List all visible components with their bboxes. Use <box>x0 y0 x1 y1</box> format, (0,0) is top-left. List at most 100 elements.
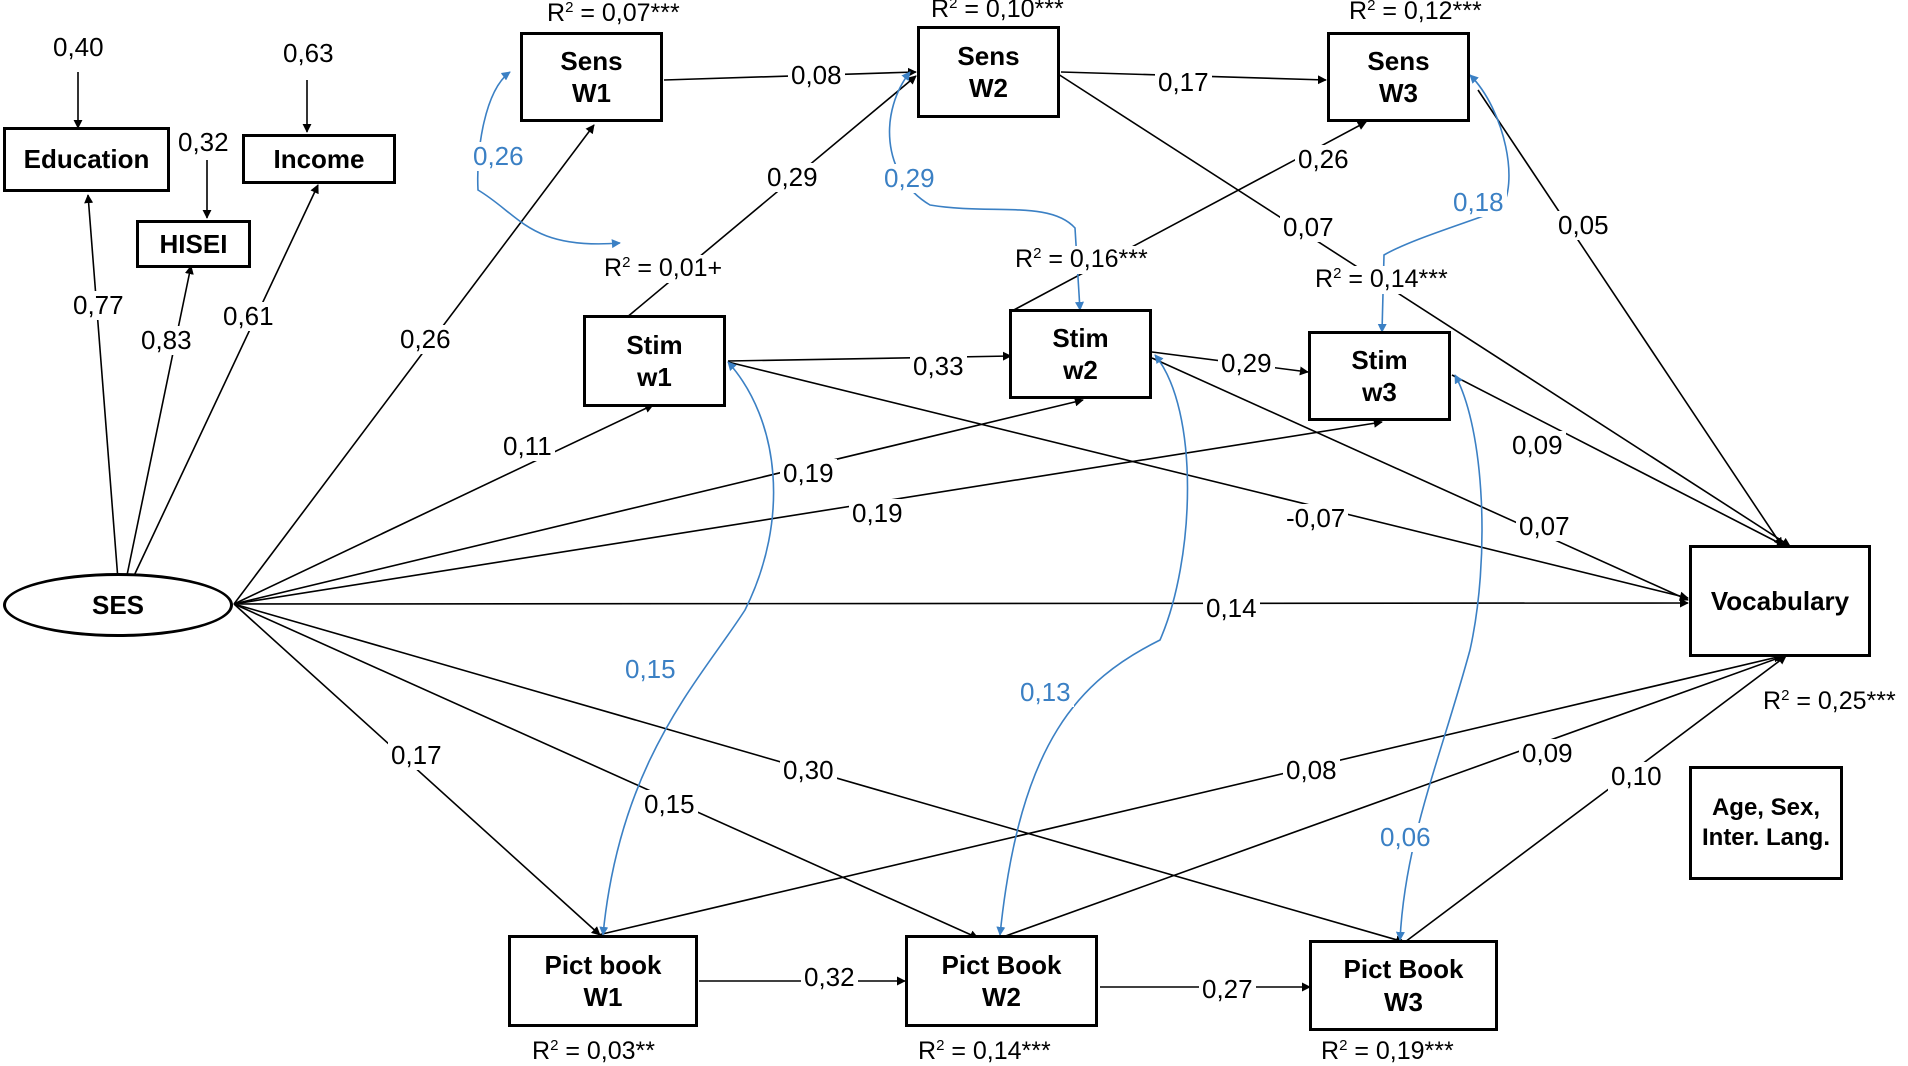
loading-label-education: 0,77 <box>70 291 127 320</box>
corr-label-stim-pict-w2: 0,13 <box>1017 678 1074 707</box>
loading-label-income: 0,61 <box>220 302 277 331</box>
r2-pict-w1: R2 = 0,03** <box>530 1037 658 1066</box>
path-label-pict-w1-vocab: 0,08 <box>1283 756 1340 785</box>
path-label-ses-sens-w1: 0,26 <box>397 325 454 354</box>
r2-stim-w3: R2 = 0,14*** <box>1313 265 1450 294</box>
node-controls: Age, Sex, Inter. Lang. <box>1689 766 1843 880</box>
node-pict-w1-line2: W1 <box>583 982 623 1012</box>
path-label-sens-w3-vocab: 0,05 <box>1555 211 1612 240</box>
corr-label-stim-pict-w1: 0,15 <box>622 655 679 684</box>
path-ses-pict-w2 <box>233 603 979 939</box>
node-ses: SES <box>3 573 233 637</box>
corr-curve-stim-pict-w3 <box>1395 374 1483 941</box>
loading-label-hisei: 0,83 <box>138 326 195 355</box>
path-label-stim-w1-w2: 0,33 <box>910 352 967 381</box>
node-income: Income <box>242 134 396 184</box>
path-label-ses-pict-w3: 0,30 <box>780 756 837 785</box>
r2-vocabulary: R2 = 0,25*** <box>1761 687 1898 716</box>
path-label-stim-w1-sens-w2: 0,29 <box>764 163 821 192</box>
node-controls-line1: Age, Sex, <box>1711 794 1821 821</box>
path-pict-w1-vocab <box>597 653 1783 936</box>
node-sens-w2-line1: Sens <box>957 40 1020 71</box>
path-label-stim-w2-w3: 0,29 <box>1218 349 1275 378</box>
node-stim-w3-line2: w3 <box>1362 377 1397 407</box>
path-ses-sens-w1 <box>233 124 595 605</box>
r2-pict-w3: R2 = 0,19*** <box>1319 1037 1456 1066</box>
path-label-ses-pict-w1: 0,17 <box>388 741 445 770</box>
node-hisei: HISEI <box>136 220 251 268</box>
r2-pict-w2: R2 = 0,14*** <box>916 1037 1053 1066</box>
node-vocabulary-label: Vocabulary <box>1710 585 1850 616</box>
r2-sens-w2: R2 = 0,10*** <box>929 0 1066 24</box>
node-sens-w3-line1: Sens <box>1367 45 1430 76</box>
path-ses-stim-w1 <box>233 404 654 605</box>
node-vocabulary: Vocabulary <box>1689 545 1871 657</box>
path-label-ses-stim-w1: 0,11 <box>500 432 555 461</box>
loading-arrow-education <box>84 194 119 581</box>
r2-sens-w1: R2 = 0,07*** <box>545 0 682 28</box>
residual-label-income: 0,63 <box>283 38 334 68</box>
node-stim-w2-line1: Stim <box>1052 322 1109 353</box>
path-ses-stim-w3 <box>233 418 1383 605</box>
node-controls-line2: Inter. Lang. <box>1701 824 1830 851</box>
path-label-stim-w3-vocab: 0,09 <box>1509 431 1566 460</box>
node-education-label: Education <box>23 144 150 175</box>
path-ses-vocab <box>233 598 1689 608</box>
r2-stim-w1: R2 = 0,01+ <box>602 254 725 283</box>
loading-arrow-income <box>131 184 319 581</box>
path-label-stim-w1-vocab: -0,07 <box>1283 504 1349 533</box>
corr-label-sens-stim-w2: 0,29 <box>881 164 938 193</box>
path-label-pict-w3-vocab: 0,10 <box>1608 762 1665 791</box>
path-stim-w3-vocab <box>1451 374 1786 547</box>
corr-label-stim-pict-w3: 0,06 <box>1377 823 1434 852</box>
corr-curve-sens-stim-w2 <box>888 71 1084 311</box>
r2-stim-w2: R2 = 0,16*** <box>1013 245 1150 274</box>
node-stim-w1-line1: Stim <box>626 329 683 360</box>
residual-label-hisei: 0,32 <box>178 127 229 157</box>
node-stim-w1-line2: w1 <box>637 362 672 392</box>
node-pict-w3-line2: W3 <box>1384 986 1423 1017</box>
path-label-sens-w2-w3: 0,17 <box>1155 68 1212 97</box>
node-ses-label: SES <box>91 589 145 620</box>
path-label-pict-w2-vocab: 0,09 <box>1519 739 1576 768</box>
path-label-stim-w2-vocab: 0,07 <box>1516 512 1573 541</box>
node-pict-w3-line1: Pict Book <box>1343 954 1464 984</box>
residual-label-education: 0,40 <box>53 32 104 62</box>
node-sens-w2-line2: W2 <box>969 73 1008 103</box>
node-sens-w3-line2: W3 <box>1379 78 1418 108</box>
path-label-stim-w2-sens-w3: 0,26 <box>1295 145 1352 174</box>
path-pict-w3-vocab <box>1404 655 1787 943</box>
path-label-pict-w2-w3: 0,27 <box>1199 975 1256 1004</box>
node-pict-w2-line2: W2 <box>982 982 1021 1012</box>
node-stim-w3-line1: Stim <box>1351 344 1408 375</box>
path-label-ses-stim-w3: 0,19 <box>849 499 906 528</box>
path-label-ses-pict-w2: 0,15 <box>641 790 698 819</box>
node-pict-w2-line1: Pict Book <box>941 949 1062 980</box>
path-label-sens-w2-stim-w3: 0,07 <box>1280 213 1337 242</box>
node-pict-w1-line1: Pict book <box>544 949 662 980</box>
corr-curve-stim-pict-w1 <box>599 361 775 936</box>
loading-arrow-hisei <box>125 265 194 581</box>
node-sens-w1-line2: W1 <box>572 78 611 108</box>
node-income-label: Income <box>273 143 365 174</box>
path-label-ses-stim-w2: 0,19 <box>780 459 837 488</box>
corr-label-sens-stim-w3: 0,18 <box>1450 188 1507 217</box>
node-education: Education <box>3 127 170 192</box>
node-stim-w2-line2: w2 <box>1063 355 1098 385</box>
corr-curve-sens-stim-w1 <box>476 71 621 249</box>
path-stim-w1-vocab <box>727 361 1689 601</box>
corr-curve-stim-pict-w2 <box>996 354 1189 936</box>
path-sens-w3-vocab <box>1477 89 1783 547</box>
corr-label-sens-stim-w1: 0,26 <box>470 142 527 171</box>
path-stim-w1-w2 <box>727 351 1012 362</box>
node-sens-w1-line1: Sens <box>560 45 623 76</box>
